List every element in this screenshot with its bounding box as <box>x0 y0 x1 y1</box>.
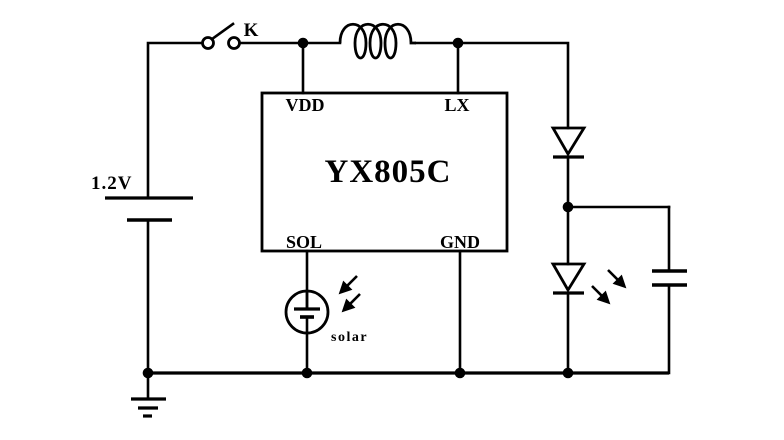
diode-icon <box>550 126 587 159</box>
junction-dot <box>562 367 574 379</box>
junction-dots <box>142 37 574 379</box>
junction-dot <box>454 367 466 379</box>
solar-cell-symbol <box>284 275 361 335</box>
solar-light-arrow-1 <box>338 275 358 295</box>
junction-dot <box>297 37 309 49</box>
battery-voltage-label: 1.2V <box>91 173 132 194</box>
wire-battery-to-switch <box>146 41 204 200</box>
junction-dot <box>452 37 464 49</box>
switch-lever <box>210 22 235 41</box>
ic-body <box>260 91 509 253</box>
pin-label-sol: SOL <box>286 232 322 252</box>
junction-dot <box>562 201 574 213</box>
diode-triangle <box>550 126 587 157</box>
solar-light-arrow-2 <box>341 293 361 313</box>
led-triangle <box>550 262 587 293</box>
ic-chip: VDD LX SOL GND YX805C <box>260 91 509 253</box>
inductor-coil <box>338 23 416 60</box>
wire-inductor-to-diode <box>414 41 570 130</box>
ground-symbol <box>131 371 166 418</box>
led-icon <box>550 262 627 305</box>
junction-dot <box>301 367 313 379</box>
pin-label-vdd: VDD <box>286 95 325 115</box>
switch-contact-left <box>201 36 215 50</box>
capacitor-symbol <box>652 269 687 287</box>
led-emission-arrow-1 <box>607 269 627 289</box>
battery-symbol <box>105 196 193 222</box>
pin-label-gnd: GND <box>440 232 480 252</box>
switch-contact-right <box>227 36 241 50</box>
inductor-symbol <box>338 23 416 60</box>
chip-name-label: YX805C <box>325 154 452 190</box>
led-emission-arrow-2 <box>591 285 611 305</box>
switch-symbol <box>201 22 241 50</box>
solar-cell-label: solar <box>331 330 368 345</box>
junction-dot <box>142 367 154 379</box>
switch-label: K <box>244 20 259 41</box>
pin-label-lx: LX <box>444 95 469 115</box>
